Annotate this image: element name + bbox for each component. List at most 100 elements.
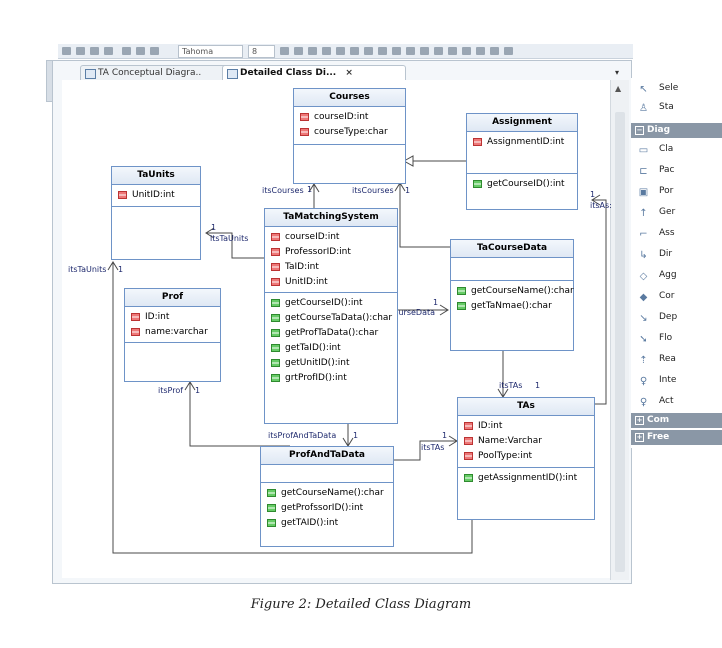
toolbar-button-icon[interactable] xyxy=(490,47,499,55)
attribute-row[interactable]: ID:int xyxy=(464,419,594,434)
operations-section xyxy=(294,145,405,182)
class-tas[interactable]: TAs ID:int Name:Varchar PoolType:int get… xyxy=(457,397,595,520)
class-tacoursedata[interactable]: TaCourseData getCourseName():char getTaN… xyxy=(450,239,574,351)
expand-icon: + xyxy=(635,416,644,425)
tab-ta-conceptual-diagram[interactable]: TA Conceptual Diagra.. xyxy=(80,65,239,80)
toolbar-button-icon[interactable] xyxy=(350,47,359,55)
attribute-row[interactable]: courseID:int xyxy=(271,230,397,245)
stamp-icon: ♙ xyxy=(639,103,648,114)
operation-row[interactable]: grtProfID():int xyxy=(271,371,397,386)
toolbar-button-icon[interactable] xyxy=(364,47,373,55)
operation-row[interactable]: getCourseName():char xyxy=(267,486,393,501)
palette-item-realization[interactable]: ⇡Rea xyxy=(639,354,676,366)
attribute-row[interactable]: courseID:int xyxy=(300,110,405,125)
association-line xyxy=(399,183,464,248)
palette-item-dependency[interactable]: ↘Dep xyxy=(639,312,678,324)
toolbar-button-icon[interactable] xyxy=(104,47,113,55)
attribute-row[interactable]: AssignmentID:int xyxy=(473,135,577,150)
toolbar-button-icon[interactable] xyxy=(90,47,99,55)
toolbar-button-icon[interactable] xyxy=(76,47,85,55)
view-menu-icon[interactable]: ▾ xyxy=(615,68,620,77)
operations-section: getCourseID():int getCourseTaData():char… xyxy=(265,293,397,422)
operation-row[interactable]: getAssignmentID():int xyxy=(464,471,594,486)
toolbar-button-icon[interactable] xyxy=(150,47,159,55)
class-profandtadata[interactable]: ProfAndTaData getCourseName():char getPr… xyxy=(260,446,394,547)
toolbar-button-icon[interactable] xyxy=(462,47,471,55)
palette-item-association[interactable]: ⌐Ass xyxy=(639,228,675,240)
palette-item-actor[interactable]: ♀Act xyxy=(639,396,674,408)
toolbar-button-icon[interactable] xyxy=(378,47,387,55)
toolbar-button-icon[interactable] xyxy=(308,47,317,55)
vertical-scrollbar[interactable]: ▲ xyxy=(610,80,629,580)
toolbar-button-icon[interactable] xyxy=(322,47,331,55)
operation-row[interactable]: getProfssorID():int xyxy=(267,501,393,516)
toolbar-button-icon[interactable] xyxy=(504,47,513,55)
toolbar-button-icon[interactable] xyxy=(420,47,429,55)
palette-item-select[interactable]: ↖ Sele xyxy=(639,83,679,95)
class-assignment[interactable]: Assignment AssignmentID:int getCourseID(… xyxy=(466,113,578,210)
font-name-select[interactable]: Tahoma xyxy=(178,45,243,58)
scrollbar-thumb[interactable] xyxy=(615,112,625,572)
toolbar-button-icon[interactable] xyxy=(406,47,415,55)
operation-row[interactable]: getTAID():int xyxy=(267,516,393,531)
toolbar-button-icon[interactable] xyxy=(294,47,303,55)
palette-item-generalization[interactable]: ↑Ger xyxy=(639,207,676,219)
attribute-icon xyxy=(118,191,127,199)
palette-item-port[interactable]: ▣Por xyxy=(638,186,674,198)
attribute-row[interactable]: UnitID:int xyxy=(118,188,200,203)
palette-item-class[interactable]: ▭Cla xyxy=(638,144,674,156)
palette-item-aggregation[interactable]: ◇Agg xyxy=(639,270,677,282)
toolbar-button-icon[interactable] xyxy=(62,47,71,55)
tab-detailed-class-diagram[interactable]: Detailed Class Di... × xyxy=(222,65,406,80)
toolbar-button-icon[interactable] xyxy=(392,47,401,55)
class-tamatchingsystem[interactable]: TaMatchingSystem courseID:int ProfessorI… xyxy=(264,208,398,424)
operation-row[interactable]: getCourseID():int xyxy=(473,177,577,192)
palette-item-composition[interactable]: ◆Cor xyxy=(639,291,675,303)
operation-row[interactable]: getProfTaData():char xyxy=(271,326,397,341)
close-icon[interactable]: × xyxy=(345,68,353,78)
font-size-select[interactable]: 8 xyxy=(248,45,275,58)
operation-row[interactable]: getTaID():int xyxy=(271,341,397,356)
dependency-icon: ↘ xyxy=(639,313,648,324)
attribute-row[interactable]: UnitID:int xyxy=(271,275,397,290)
toolbar-button-icon[interactable] xyxy=(448,47,457,55)
operation-row[interactable]: getCourseTaData():char xyxy=(271,311,397,326)
palette-item-interface[interactable]: ♀Inte xyxy=(639,375,677,387)
palette-item-directed-association[interactable]: ↳Dir xyxy=(639,249,673,261)
attributes-section: courseID:int courseType:char xyxy=(294,107,405,145)
attribute-row[interactable]: courseType:char xyxy=(300,125,405,140)
palette-group-free[interactable]: + Free xyxy=(631,430,722,445)
attribute-row[interactable]: PoolType:int xyxy=(464,449,594,464)
operation-row[interactable]: getUnitID():int xyxy=(271,356,397,371)
package-icon: ⊏ xyxy=(639,166,648,177)
toolbar-button-icon[interactable] xyxy=(336,47,345,55)
association-line xyxy=(112,262,473,554)
operation-row[interactable]: getCourseID():int xyxy=(271,296,397,311)
arrowhead xyxy=(184,381,196,391)
class-courses[interactable]: Courses courseID:int courseType:char xyxy=(293,88,406,184)
attribute-row[interactable]: ProfessorID:int xyxy=(271,245,397,260)
class-prof[interactable]: Prof ID:int name:varchar xyxy=(124,288,221,382)
attribute-row[interactable]: ID:int xyxy=(131,310,220,325)
palette-group-common[interactable]: + Com xyxy=(631,413,722,428)
class-taunits[interactable]: TaUnits UnitID:int xyxy=(111,166,201,260)
toolbar-button-icon[interactable] xyxy=(122,47,131,55)
operation-row[interactable]: getCourseName():char xyxy=(457,284,574,299)
actor-icon: ♀ xyxy=(639,397,648,408)
toolbar-button-icon[interactable] xyxy=(280,47,289,55)
attribute-icon xyxy=(271,233,280,241)
attribute-row[interactable]: Name:Varchar xyxy=(464,434,594,449)
toolbar-button-icon[interactable] xyxy=(434,47,443,55)
palette-item-package[interactable]: ⊏Pac xyxy=(639,165,675,177)
palette-item-stamp[interactable]: ♙ Sta xyxy=(639,102,674,114)
attribute-row[interactable]: TaID:int xyxy=(271,260,397,275)
scroll-up-icon[interactable]: ▲ xyxy=(615,84,622,93)
toolbar-button-icon[interactable] xyxy=(476,47,485,55)
attribute-icon xyxy=(464,437,473,445)
attribute-row[interactable]: name:varchar xyxy=(131,325,220,340)
palette-group-diagram[interactable]: − Diag xyxy=(631,123,722,138)
operation-row[interactable]: getTaNmae():char xyxy=(457,299,573,314)
toolbar-button-icon[interactable] xyxy=(136,47,145,55)
attributes-section: ID:int name:varchar xyxy=(125,307,220,343)
palette-item-flow[interactable]: ➘Flo xyxy=(639,333,673,345)
